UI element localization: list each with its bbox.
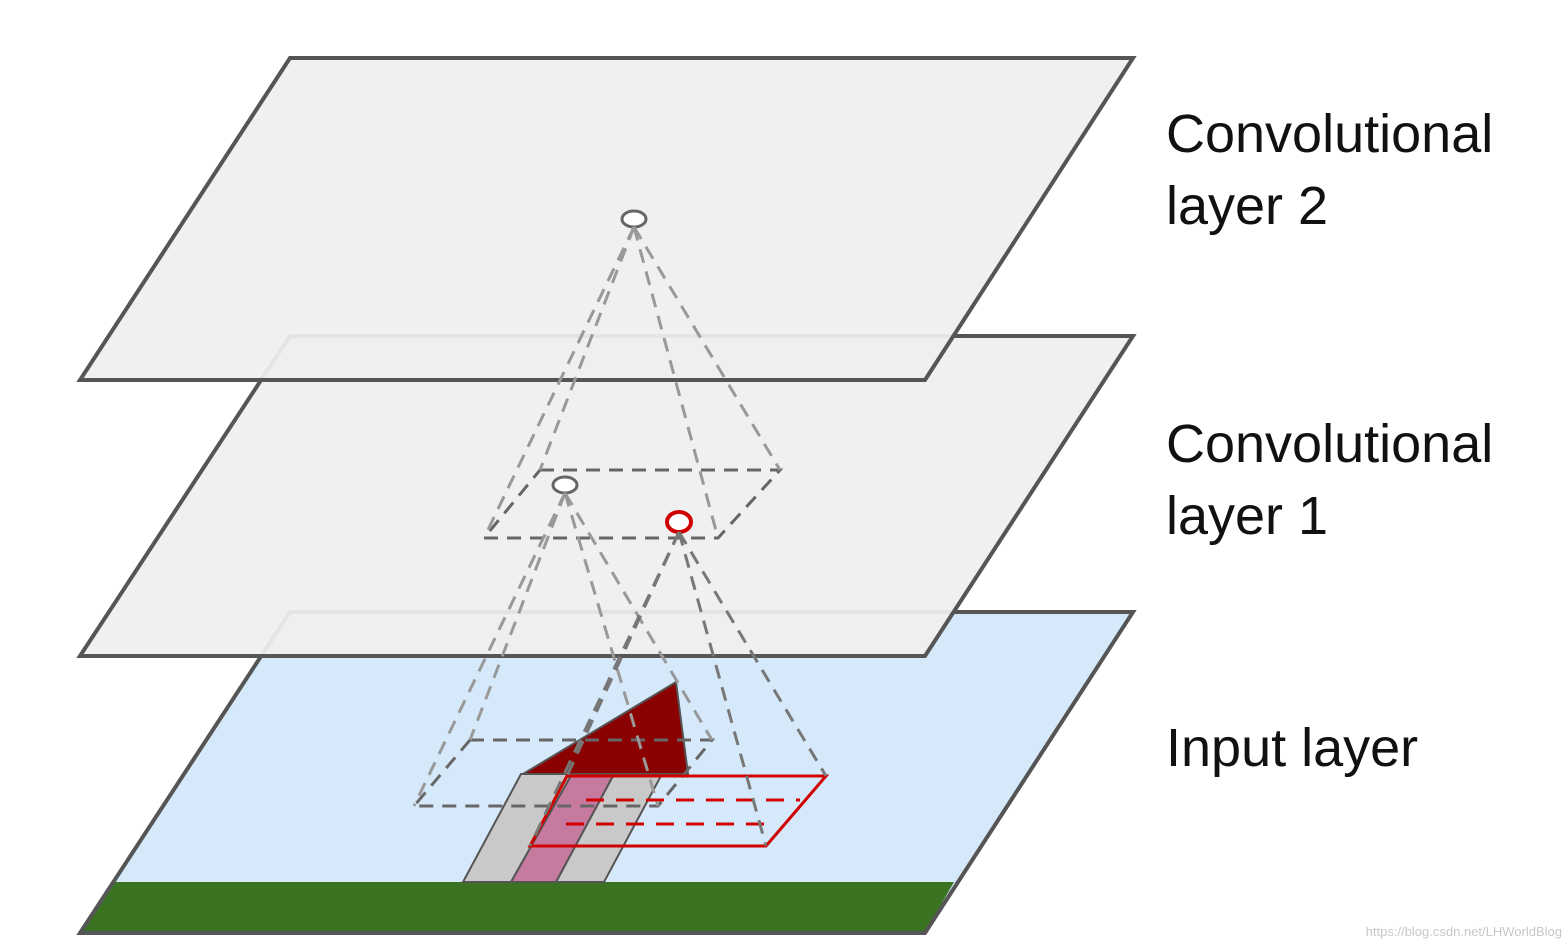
conv2-neuron-icon — [620, 209, 648, 229]
highlighted-neuron-cone — [528, 531, 828, 847]
conv1-plane — [76, 334, 1137, 658]
conv2-plane — [76, 56, 1137, 382]
convolutional-layer-1 — [76, 334, 1137, 847]
house-roof — [519, 680, 690, 775]
watermark: https://blog.csdn.net/LHWorldBlog — [1365, 924, 1562, 939]
conv1-neuron-icon — [551, 475, 579, 495]
input-layer-label: Input layer — [1166, 718, 1419, 778]
conv2-neuron-cone — [482, 226, 782, 539]
input-layer — [76, 610, 1137, 935]
grass-strip — [80, 882, 954, 933]
conv1-label: Convolutional layer 1 — [1166, 414, 1494, 546]
conv1-highlighted-neuron-icon — [665, 510, 693, 534]
conv2-label: Convolutional layer 2 — [1166, 104, 1494, 236]
convolutional-layer-2 — [76, 56, 1137, 539]
